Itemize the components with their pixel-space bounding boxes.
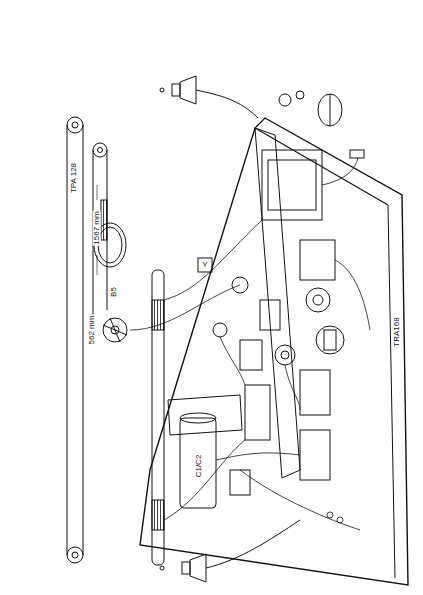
- dial-cord: [67, 117, 127, 563]
- drawing-label: TPA 128: [70, 162, 78, 194]
- components: [213, 91, 364, 495]
- chassis-base: [140, 118, 408, 585]
- label-box: [198, 258, 212, 272]
- tuning-capacitor: [180, 413, 216, 508]
- drawing-label: 1567 mm: [93, 210, 101, 245]
- ferrite-rod: [152, 270, 164, 565]
- loudspeaker: [160, 76, 300, 582]
- scale-plate: [168, 395, 242, 435]
- drawing-label: C1/C2: [195, 454, 203, 479]
- wiring: [130, 158, 370, 530]
- drawing-label: TRA168: [393, 316, 401, 347]
- drawing-label: 562 mm: [88, 315, 96, 346]
- drawing-label: B5: [110, 286, 118, 298]
- drawing-label: Y: [201, 261, 208, 269]
